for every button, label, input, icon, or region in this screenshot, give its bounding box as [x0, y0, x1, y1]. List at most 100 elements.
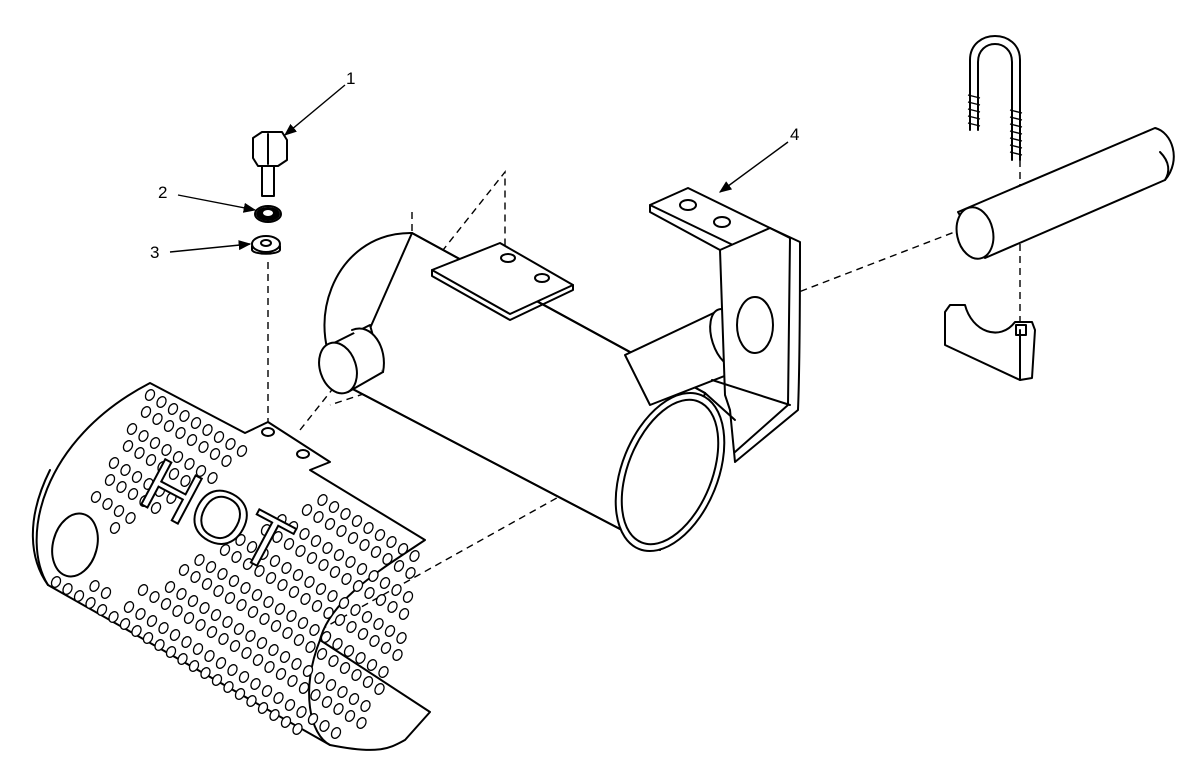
perforation-hole	[396, 632, 407, 644]
perforation-hole	[321, 696, 333, 708]
perforation-hole	[142, 632, 154, 644]
perforation-hole	[355, 652, 366, 664]
perforation-hole	[392, 649, 403, 661]
perforation-hole	[359, 539, 370, 551]
perforation-hole	[336, 525, 347, 537]
perforation-hole	[310, 689, 321, 701]
perforation-hole	[291, 658, 302, 670]
callout-2: 2	[158, 183, 167, 202]
perforation-hole	[356, 717, 367, 729]
leader-3	[169, 240, 252, 253]
perforation-hole	[339, 662, 351, 674]
perforation-hole	[241, 647, 252, 659]
perforation-hole	[305, 641, 316, 653]
perforation-hole	[131, 471, 143, 483]
perforation-hole	[273, 692, 284, 704]
perforation-hole	[366, 659, 378, 671]
perforation-hole	[229, 640, 241, 652]
perforation-hole	[222, 616, 233, 628]
perforation-hole	[257, 702, 269, 714]
shield-perforations	[50, 389, 420, 739]
perforation-hole	[211, 674, 223, 686]
perforation-hole	[340, 508, 351, 520]
perforation-hole	[352, 580, 364, 592]
perforation-hole	[104, 474, 116, 486]
leader-4	[718, 141, 789, 193]
perforation-hole	[333, 703, 344, 715]
perforation-hole	[391, 584, 402, 596]
perforation-hole	[167, 403, 179, 415]
perforation-hole	[402, 591, 414, 603]
perforation-hole	[96, 604, 108, 616]
perforation-hole	[102, 498, 113, 510]
perforation-hole	[246, 695, 257, 707]
perforation-hole	[287, 521, 299, 533]
perforation-hole	[190, 417, 202, 429]
perforation-hole	[268, 644, 279, 656]
perforation-hole	[252, 654, 264, 666]
perforation-hole	[296, 706, 307, 718]
lock-washer	[254, 205, 282, 223]
perforation-hole	[263, 596, 274, 608]
perforation-hole	[299, 528, 310, 540]
perforation-hole	[158, 622, 169, 634]
perforation-hole	[323, 607, 334, 619]
perforation-hole	[108, 457, 120, 469]
perforation-hole	[152, 413, 163, 425]
perforation-hole	[351, 669, 362, 681]
perforation-hole	[225, 438, 236, 450]
perforation-hole	[168, 468, 180, 480]
callout-1: 1	[346, 69, 355, 88]
perforation-hole	[116, 481, 127, 493]
perforation-hole	[181, 636, 192, 648]
perforation-hole	[347, 532, 359, 544]
perforation-hole	[265, 572, 277, 584]
perforation-hole	[325, 679, 337, 691]
perforation-hole	[195, 465, 207, 477]
perforation-hole	[333, 549, 345, 561]
perforation-hole	[199, 602, 210, 614]
perforation-hole	[357, 628, 369, 640]
perforation-hole	[374, 529, 386, 541]
perforation-hole	[298, 682, 310, 694]
perforation-hole	[85, 597, 96, 609]
mounting-bracket	[624, 187, 801, 463]
perforation-hole	[311, 600, 323, 612]
muffler-body	[318, 231, 726, 553]
perforation-hole	[172, 605, 183, 617]
perforation-hole	[233, 623, 245, 635]
perforation-hole	[219, 544, 231, 556]
perforation-hole	[375, 594, 387, 606]
perforation-hole	[206, 626, 218, 638]
perforation-hole	[259, 613, 270, 625]
perforation-hole	[313, 511, 324, 523]
perforation-hole	[202, 424, 213, 436]
perforation-hole	[314, 672, 325, 684]
perforation-hole	[120, 464, 131, 476]
perforation-hole	[275, 668, 287, 680]
perforation-hole	[292, 723, 303, 735]
perforation-hole	[344, 710, 356, 722]
perforation-hole	[281, 562, 292, 574]
perforation-hole	[125, 512, 136, 524]
perforation-hole	[334, 614, 346, 626]
perforation-hole	[165, 646, 177, 658]
perforation-hole	[161, 444, 172, 456]
perforation-hole	[119, 618, 131, 630]
perforation-hole	[270, 620, 282, 632]
perforation-hole	[315, 583, 327, 595]
perforation-hole	[135, 608, 146, 620]
perforation-hole	[310, 535, 322, 547]
perforation-hole	[288, 586, 300, 598]
u-bolt	[967, 35, 1023, 161]
perforation-hole	[254, 565, 265, 577]
callout-leaders	[169, 84, 789, 253]
perforation-hole	[175, 427, 186, 439]
perforation-hole	[382, 553, 393, 565]
heat-shield: HOT	[31, 382, 431, 751]
perforation-hole	[309, 624, 320, 636]
tail-pipe	[955, 127, 1175, 260]
perforation-hole	[317, 494, 328, 506]
perforation-hole	[150, 502, 162, 514]
perforation-hole	[393, 560, 405, 572]
